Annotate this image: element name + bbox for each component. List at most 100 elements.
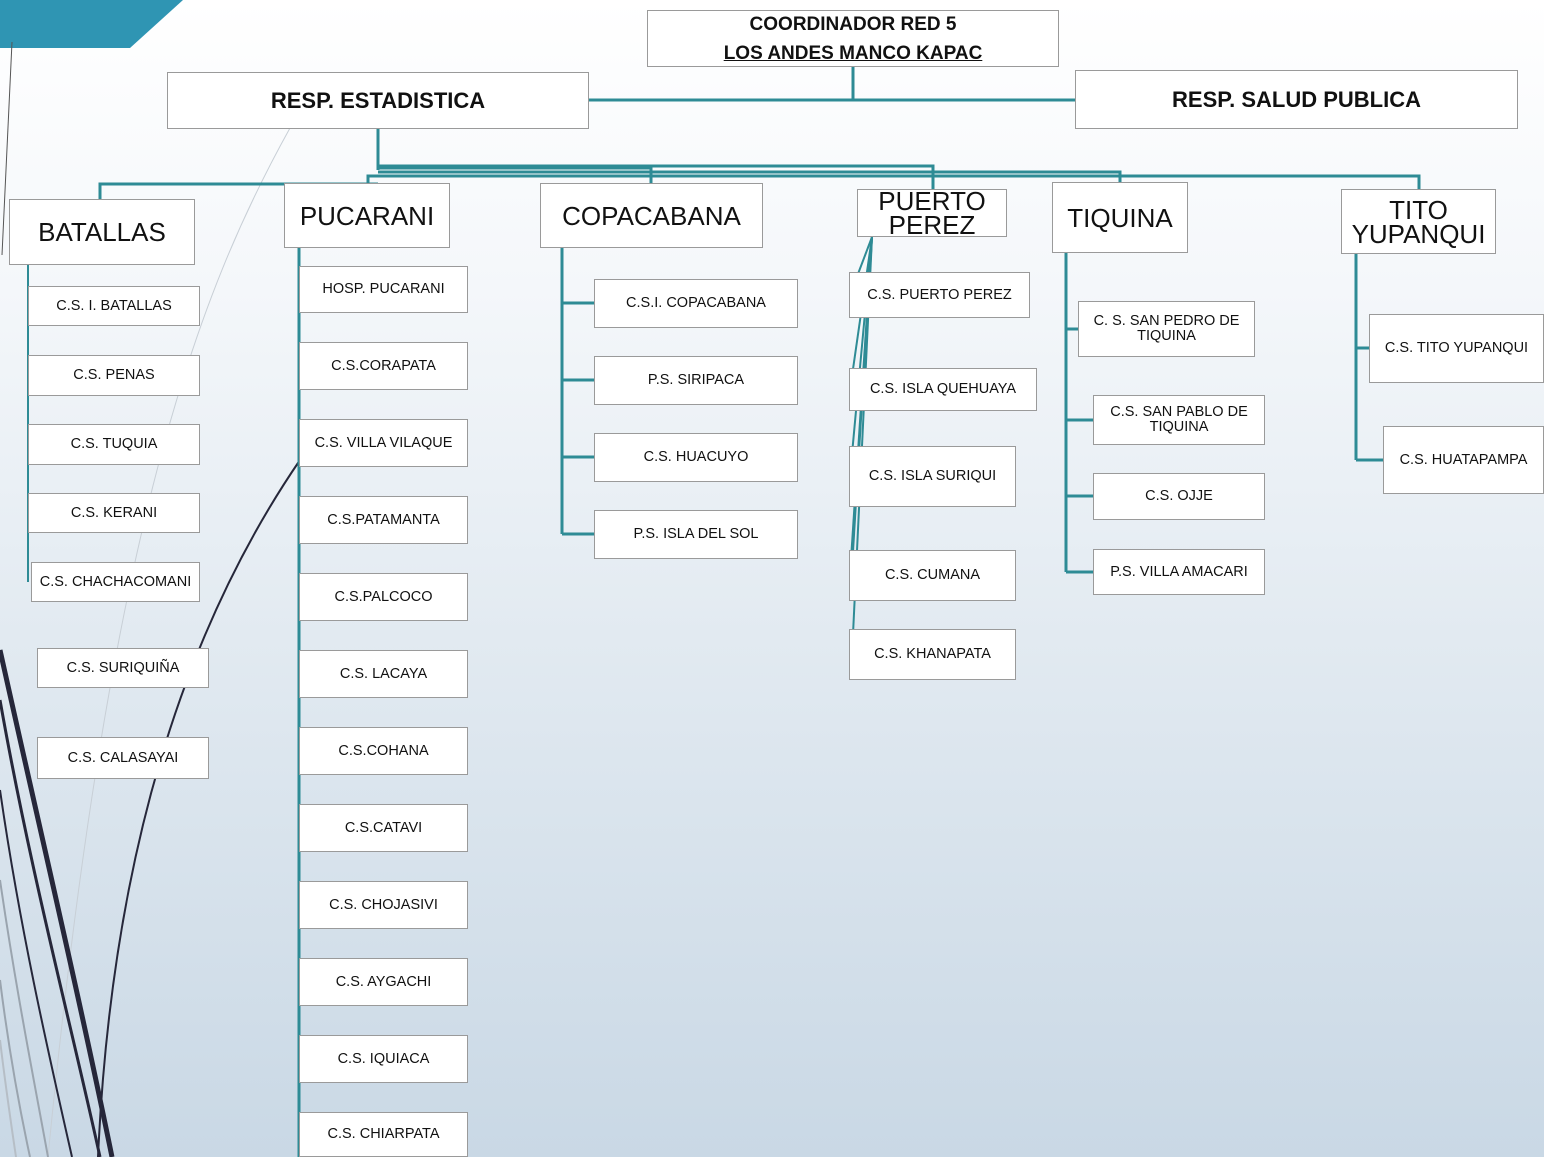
- facility-box: C.S.PATAMANTA: [299, 496, 468, 544]
- decor-line: [0, 1039, 17, 1157]
- facility-label: C.S. TUQUIA: [70, 436, 158, 452]
- facility-label: C.S. TITO YUPANQUI: [1384, 340, 1529, 356]
- facility-label: C.S. KHANAPATA: [874, 646, 991, 662]
- facility-label: C.S.CORAPATA: [331, 357, 436, 374]
- corner-accent-shape: [0, 0, 183, 48]
- coordinator-box: COORDINADOR RED 5 LOS ANDES MANCO KAPAC: [647, 10, 1059, 67]
- facility-box: C.S. KHANAPATA: [849, 629, 1016, 680]
- facility-label: C.S. ISLA SURIQUI: [868, 468, 997, 484]
- facility-label: C.S. KERANI: [70, 504, 158, 521]
- decor-line: [0, 789, 73, 1157]
- district-bus: [378, 164, 935, 189]
- facility-box: C.S. KERANI: [28, 493, 200, 533]
- facility-label: C.S. HUACUYO: [643, 449, 749, 465]
- facility-label: C.S. VILLA VILAQUE: [314, 434, 453, 451]
- facility-box: C.S. VILLA VILAQUE: [299, 419, 468, 467]
- facility-label: C.S. HUATAPAMPA: [1399, 451, 1528, 468]
- district-bus: [378, 170, 1122, 182]
- resp-estadistica-box: RESP. ESTADISTICA: [167, 72, 589, 129]
- facility-label: C.S. CHOJASIVI: [329, 896, 438, 913]
- district-label: PUCARANI: [299, 200, 435, 231]
- facility-label: C.S. I. BATALLAS: [56, 297, 172, 314]
- resp-estadistica-label: RESP. ESTADISTICA: [270, 87, 486, 113]
- facility-label: P.S. SIRIPACA: [647, 372, 745, 388]
- facility-box: C.S. CALASAYAI: [37, 737, 209, 779]
- facility-box: C.S. PENAS: [28, 355, 200, 396]
- facility-label: C.S.CATAVI: [344, 819, 423, 836]
- facility-label: C.S.PALCOCO: [334, 588, 433, 605]
- facility-label: C. S. SAN PEDRO DE TIQUINA: [1093, 313, 1240, 344]
- decor-line: [0, 879, 49, 1157]
- decor-line: [0, 979, 31, 1157]
- district-copacabana: COPACABANA: [540, 183, 763, 248]
- facility-box: P.S. ISLA DEL SOL: [594, 510, 798, 559]
- facility-label: C.S. SAN PABLO DE TIQUINA: [1110, 404, 1248, 435]
- facility-box: C.S. LACAYA: [299, 650, 468, 698]
- district-label: PUERTO PEREZ: [878, 186, 986, 240]
- facility-box: C.S.CATAVI: [299, 804, 468, 852]
- facility-label: C.S. IQUIACA: [337, 1050, 430, 1067]
- decor-line: [97, 459, 301, 1157]
- facility-box: C.S. TUQUIA: [28, 424, 200, 465]
- decor-line: [0, 699, 102, 1157]
- resp-salud-publica-box: RESP. SALUD PUBLICA: [1075, 70, 1518, 129]
- decor-line: [1, 41, 13, 256]
- facility-label: C.S. CALASAYAI: [67, 749, 179, 766]
- facility-box: C.S. I. BATALLAS: [28, 286, 200, 326]
- facility-box: C.S. CHIARPATA: [299, 1112, 468, 1157]
- district-tiquina: TIQUINA: [1052, 182, 1188, 253]
- facility-label: C.S. SURIQUIÑA: [66, 659, 180, 676]
- facility-box: C.S. HUACUYO: [594, 433, 798, 482]
- coordinator-title: COORDINADOR RED 5: [749, 13, 957, 35]
- decor-line: [0, 649, 115, 1157]
- facility-box: C.S. ISLA QUEHUAYA: [849, 368, 1037, 411]
- district-tito-yupanqui: TITO YUPANQUI: [1341, 189, 1496, 254]
- facility-box: C.S. CUMANA: [849, 550, 1016, 601]
- district-puerto-perez: PUERTO PEREZ: [857, 186, 1007, 240]
- facility-label: C.S. ISLA QUEHUAYA: [869, 381, 1017, 397]
- facility-box: C.S. TITO YUPANQUI: [1369, 314, 1544, 383]
- facility-box: C.S. AYGACHI: [299, 958, 468, 1006]
- district-label: COPACABANA: [562, 200, 741, 231]
- district-bus: [366, 174, 378, 183]
- district-batallas: BATALLAS: [9, 199, 195, 265]
- district-label: TIQUINA: [1067, 202, 1173, 233]
- facility-box: C.S. HUATAPAMPA: [1383, 426, 1544, 494]
- district-label: BATALLAS: [38, 217, 166, 247]
- facility-box: C.S. SAN PABLO DE TIQUINA: [1093, 395, 1265, 445]
- facility-box: C.S. CHACHACOMANI: [31, 562, 200, 602]
- resp-salud-publica-label: RESP. SALUD PUBLICA: [1172, 86, 1421, 112]
- facility-label: P.S. VILLA AMACARI: [1110, 563, 1248, 580]
- facility-box: C.S.PALCOCO: [299, 573, 468, 621]
- facility-label: C.S. LACAYA: [339, 665, 428, 682]
- facility-label: C.S. AYGACHI: [335, 973, 432, 990]
- facility-box: C.S. OJJE: [1093, 473, 1265, 520]
- facility-label: C.S. OJJE: [1145, 488, 1213, 504]
- facility-box: C.S. PUERTO PEREZ: [849, 272, 1030, 318]
- facility-label: C.S.COHANA: [338, 742, 429, 759]
- facility-label: C.S.PATAMANTA: [327, 511, 440, 528]
- facility-label: HOSP. PUCARANI: [322, 281, 445, 297]
- facility-label: C.S. CHIARPATA: [327, 1126, 440, 1142]
- facility-box: C.S. CHOJASIVI: [299, 881, 468, 929]
- facility-label: C.S.I. COPACABANA: [626, 295, 766, 311]
- district-label: TITO YUPANQUI: [1351, 194, 1486, 249]
- facility-box: P.S. VILLA AMACARI: [1093, 549, 1265, 595]
- facility-box: HOSP. PUCARANI: [299, 266, 468, 313]
- facility-box: C.S.COHANA: [299, 727, 468, 775]
- facility-box: C.S. ISLA SURIQUI: [849, 446, 1016, 507]
- facility-label: C.S. PENAS: [73, 367, 155, 383]
- facility-label: C.S. PUERTO PEREZ: [867, 286, 1012, 303]
- facility-box: C.S.I. COPACABANA: [594, 279, 798, 328]
- district-bus: [378, 166, 653, 183]
- facility-label: P.S. ISLA DEL SOL: [633, 526, 759, 542]
- facility-box: C. S. SAN PEDRO DE TIQUINA: [1078, 301, 1255, 357]
- facility-box: C.S. IQUIACA: [299, 1035, 468, 1083]
- facility-box: C.S. SURIQUIÑA: [37, 648, 209, 688]
- facility-box: P.S. SIRIPACA: [594, 356, 798, 405]
- facility-label: C.S. CUMANA: [884, 567, 981, 583]
- facility-label: C.S. CHACHACOMANI: [39, 573, 192, 590]
- district-bus: [378, 174, 1421, 189]
